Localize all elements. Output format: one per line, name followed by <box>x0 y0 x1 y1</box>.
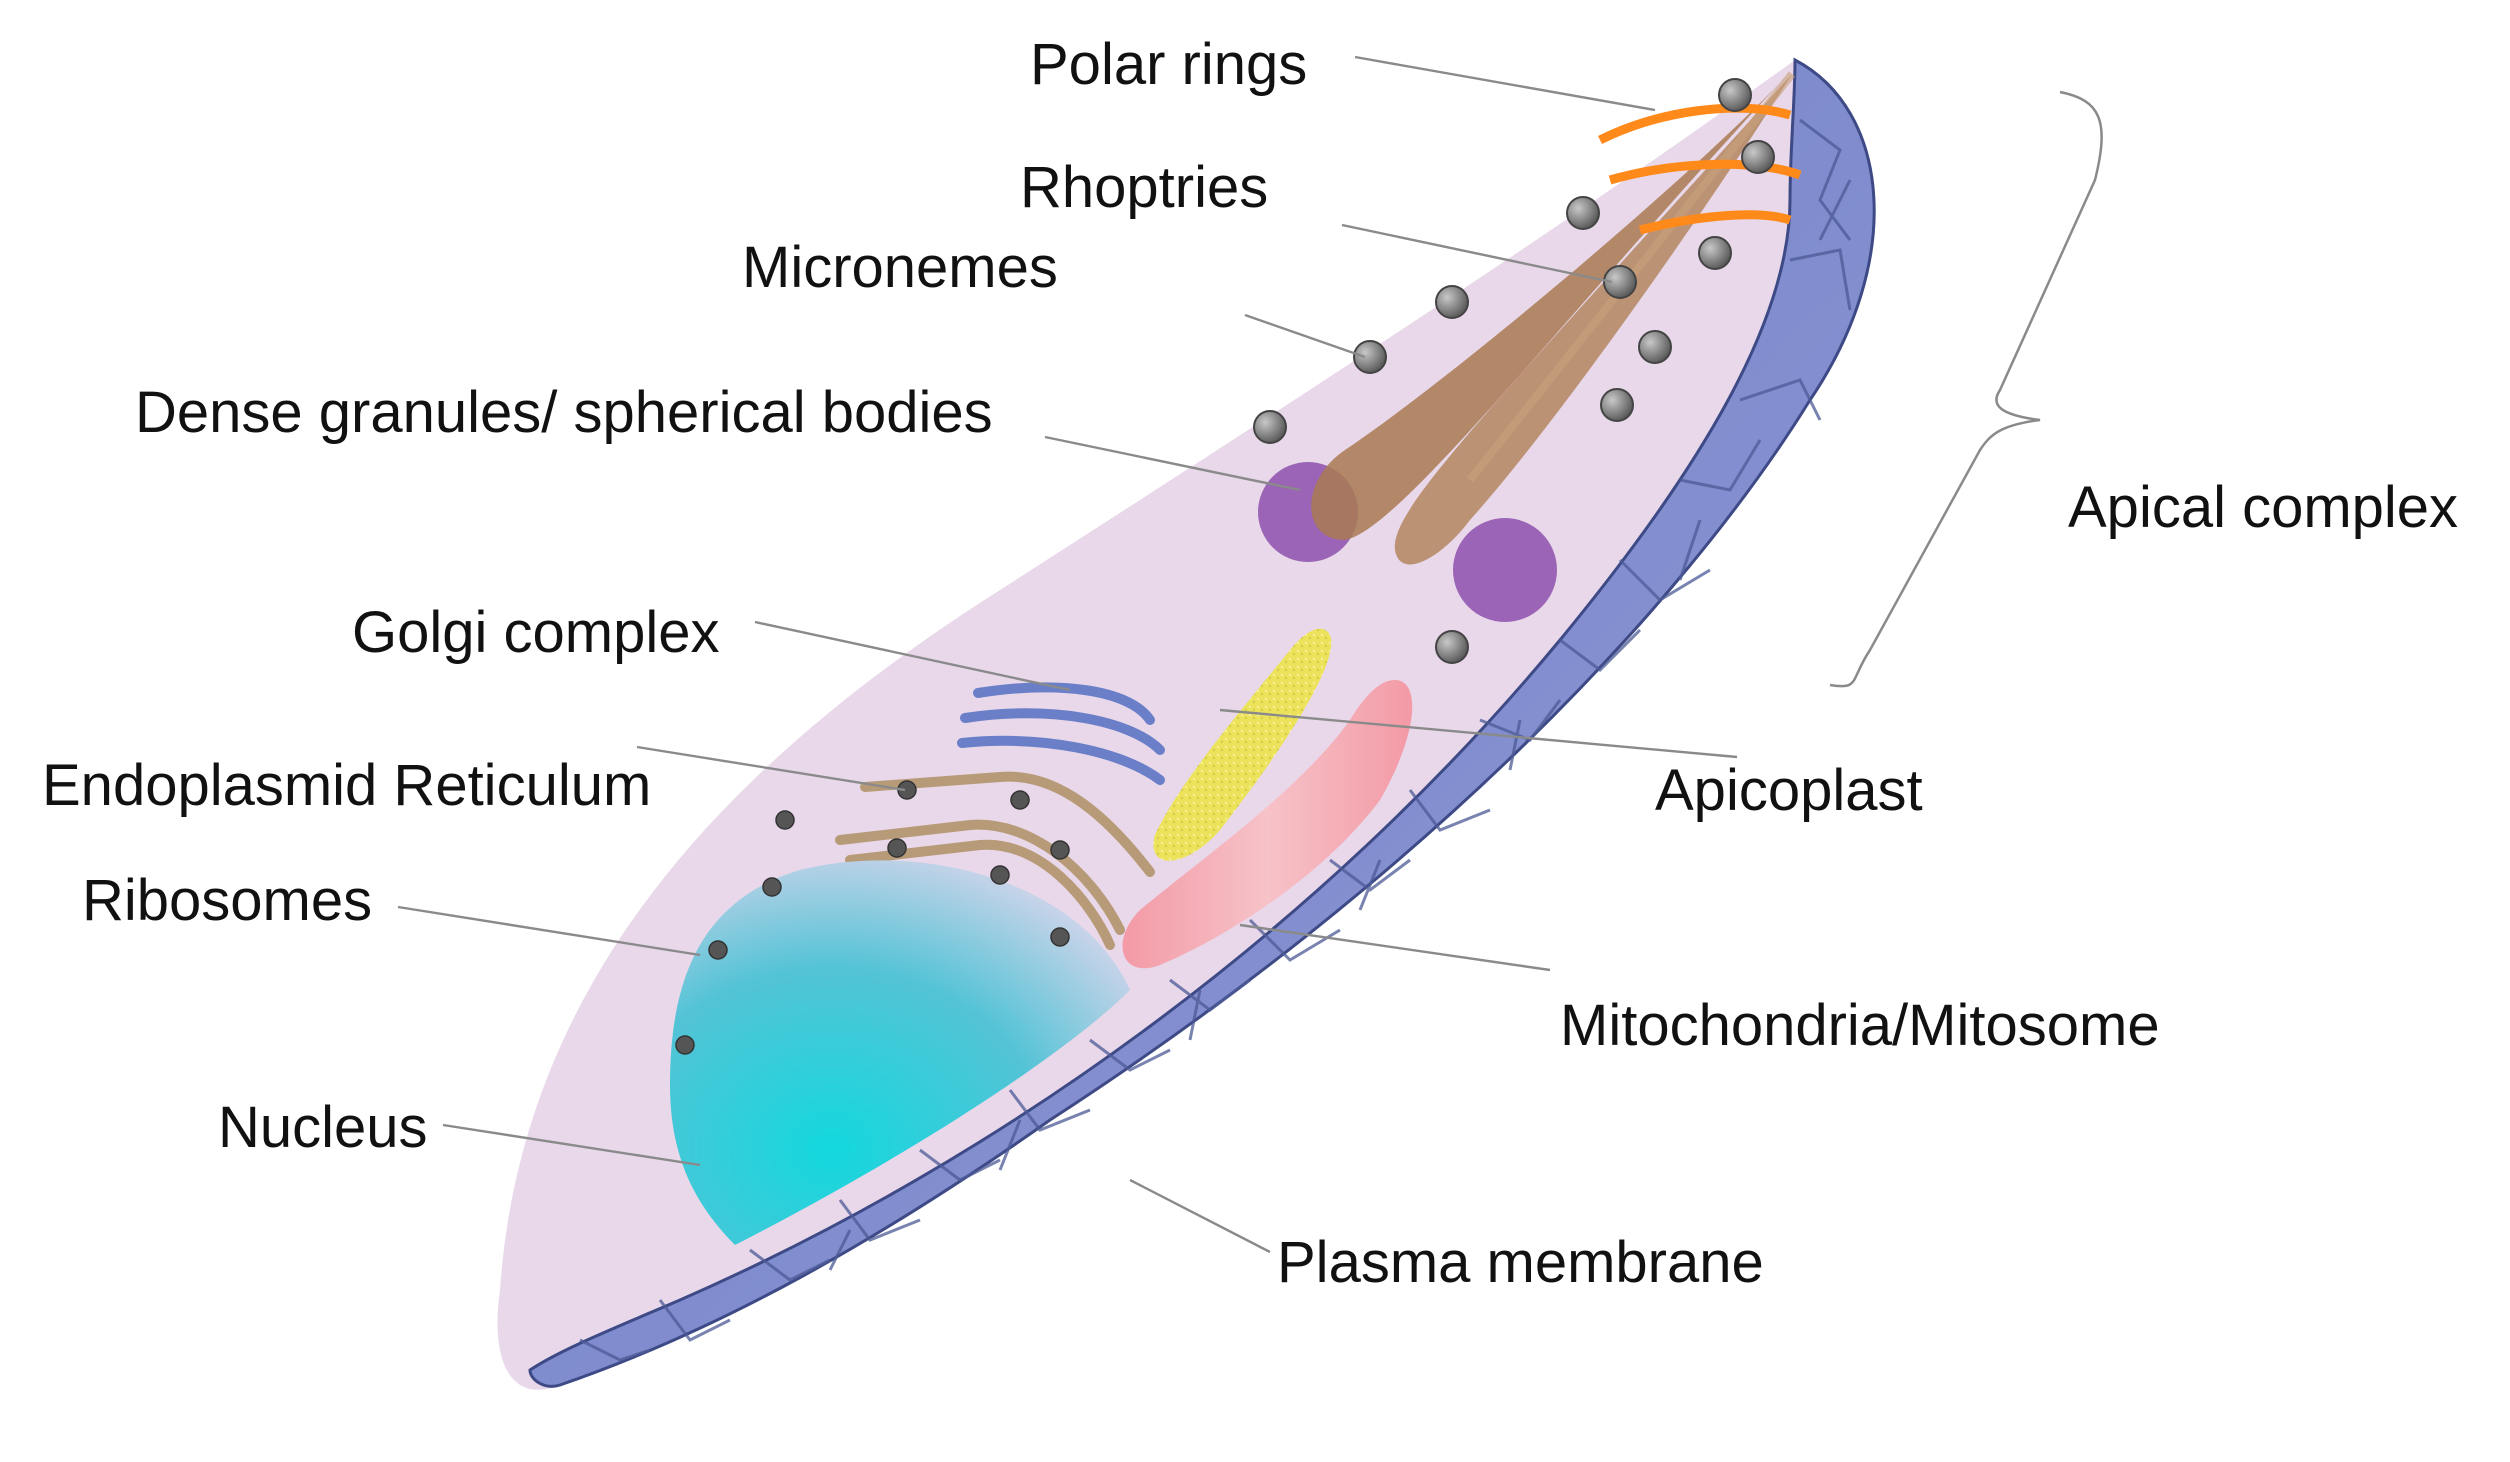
micronemes <box>1253 78 1775 664</box>
label-nucleus: Nucleus <box>218 1095 428 1160</box>
apical-complex-bracket <box>1829 90 2103 688</box>
apicoplast <box>1153 628 1332 861</box>
label-apical-complex: Apical complex <box>2068 475 2458 540</box>
leader-lines <box>397 55 1738 1254</box>
label-apicoplast: Apicoplast <box>1655 758 1923 823</box>
label-endoplasmic-reticulum: Endoplasmid Reticulum <box>42 753 651 818</box>
label-golgi-complex: Golgi complex <box>352 600 719 665</box>
label-rhoptries: Rhoptries <box>1020 155 1268 220</box>
nucleus <box>670 860 1130 1245</box>
plasma-membrane <box>528 57 1876 1388</box>
label-mitochondria: Mitochondria/Mitosome <box>1560 993 2160 1058</box>
dense-granule <box>1453 518 1557 622</box>
mitochondria <box>1122 680 1413 969</box>
golgi-complex <box>957 682 1165 785</box>
label-dense-granules: Dense granules/ spherical bodies <box>135 380 993 445</box>
label-plasma-membrane: Plasma membrane <box>1277 1230 1764 1295</box>
ribosomes <box>675 780 1070 1055</box>
polar-rings <box>1597 103 1802 235</box>
label-polar-rings: Polar rings <box>1030 32 1307 97</box>
label-ribosomes: Ribosomes <box>82 868 372 933</box>
label-micronemes: Micronemes <box>742 235 1058 300</box>
